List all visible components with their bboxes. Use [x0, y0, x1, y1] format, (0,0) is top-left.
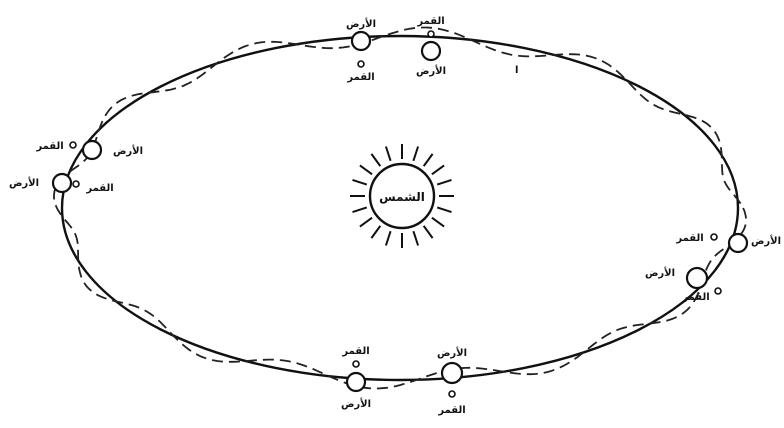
- position-left-upper: القمر الأرض: [35, 141, 143, 159]
- moon-label: القمر: [437, 405, 465, 416]
- sun-ray: [437, 207, 451, 212]
- earth-label: الأرض: [113, 144, 143, 157]
- earth: [729, 234, 747, 252]
- earth-label: الأرض: [416, 64, 446, 77]
- moon: [73, 181, 79, 187]
- sun-ray: [360, 165, 372, 174]
- earth-label: الأرض: [645, 266, 675, 279]
- position-bottom-right: الأرض القمر: [437, 346, 467, 416]
- sun-ray: [413, 147, 418, 161]
- moon-label: القمر: [85, 183, 113, 194]
- earth-label: الأرض: [341, 397, 371, 410]
- sun-ray: [371, 226, 380, 238]
- moon: [711, 234, 717, 240]
- earth: [53, 174, 71, 192]
- earth: [422, 42, 440, 60]
- earth-label: الأرض: [751, 234, 781, 247]
- earth: [687, 268, 707, 288]
- sun-ray: [371, 154, 380, 166]
- sun-ray: [353, 207, 367, 212]
- earth-label: الأرض: [9, 176, 39, 189]
- earth-label: الأرض: [437, 346, 467, 359]
- sun-ray: [432, 218, 444, 227]
- sun-ray: [353, 180, 367, 185]
- earth-label: الأرض: [346, 17, 376, 30]
- position-top-left: الأرض القمر: [346, 17, 376, 83]
- sun-label: الشمس: [379, 190, 425, 204]
- sun-ray: [437, 180, 451, 185]
- sun-ray: [360, 218, 372, 227]
- sun-ray: [413, 231, 418, 245]
- moon-label: القمر: [35, 141, 63, 152]
- earth: [83, 141, 101, 159]
- moon-label: القمر: [416, 16, 444, 27]
- moon: [715, 288, 721, 294]
- position-left-lower: الأرض القمر: [9, 174, 114, 194]
- sun-ray: [386, 231, 391, 245]
- earth: [442, 363, 462, 383]
- earth: [347, 373, 365, 391]
- moon-label: القمر: [341, 346, 369, 357]
- moon: [428, 31, 434, 37]
- moon: [358, 61, 364, 67]
- position-right-lower: الأرض القمر: [645, 266, 721, 303]
- sun: الشمس: [350, 144, 454, 248]
- moon: [353, 361, 359, 367]
- moon-label: القمر: [681, 292, 709, 303]
- position-top-right: القمر الأرض: [416, 16, 446, 77]
- sun-ray: [386, 147, 391, 161]
- sun-ray: [432, 165, 444, 174]
- moon-label: القمر: [675, 233, 703, 244]
- moon-label: القمر: [346, 72, 374, 83]
- earth: [352, 32, 370, 50]
- moon: [449, 391, 455, 397]
- sun-ray: [424, 154, 433, 166]
- sun-ray: [424, 226, 433, 238]
- moon: [70, 142, 76, 148]
- orbit-mark: ا: [515, 65, 518, 76]
